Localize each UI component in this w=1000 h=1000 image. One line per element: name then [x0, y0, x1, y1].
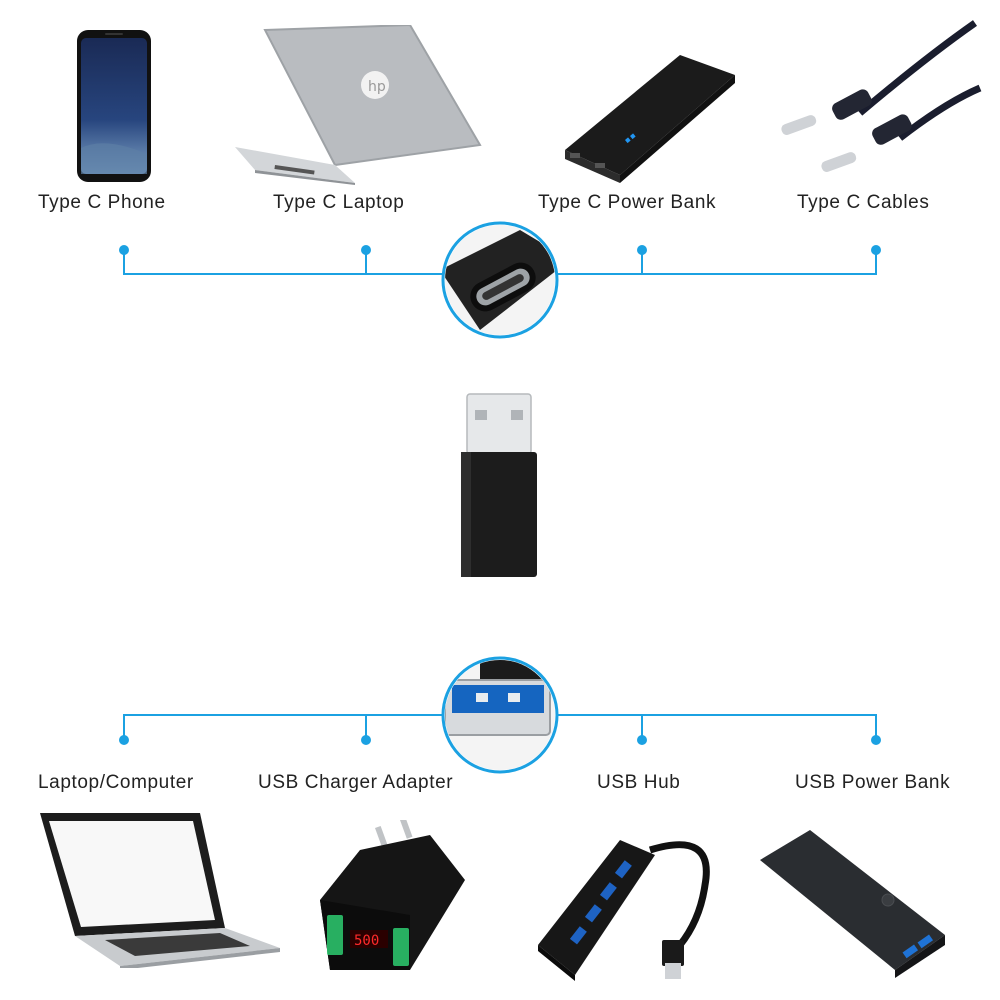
label-usb-charger-adapter: USB Charger Adapter — [258, 772, 454, 793]
usb-hub-icon — [538, 840, 710, 981]
charger-display: 500 — [354, 933, 379, 949]
type-c-port-icon — [441, 221, 559, 339]
bottom-connector-dots — [119, 735, 881, 745]
usb-power-bank-icon — [760, 830, 945, 978]
charger-icon: 500 — [320, 820, 465, 970]
top-connector-dots — [119, 245, 881, 255]
label-type-c-laptop: Type C Laptop — [273, 192, 405, 213]
power-bank-icon — [565, 55, 735, 183]
svg-text:hp: hp — [368, 79, 386, 95]
label-type-c-phone: Type C Phone — [38, 192, 166, 213]
usb-a-port-icon — [441, 656, 559, 774]
type-c-cable-icon — [781, 20, 982, 172]
label-usb-hub: USB Hub — [597, 772, 681, 793]
label-type-c-cables: Type C Cables — [797, 192, 930, 213]
computer-icon — [40, 813, 280, 968]
laptop-icon: hp — [235, 25, 482, 185]
label-usb-power-bank: USB Power Bank — [795, 772, 951, 793]
label-laptop-computer: Laptop/Computer — [38, 772, 194, 793]
label-type-c-power-bank: Type C Power Bank — [538, 192, 717, 213]
phone-icon — [77, 30, 151, 182]
usb-adapter-icon — [461, 393, 537, 577]
